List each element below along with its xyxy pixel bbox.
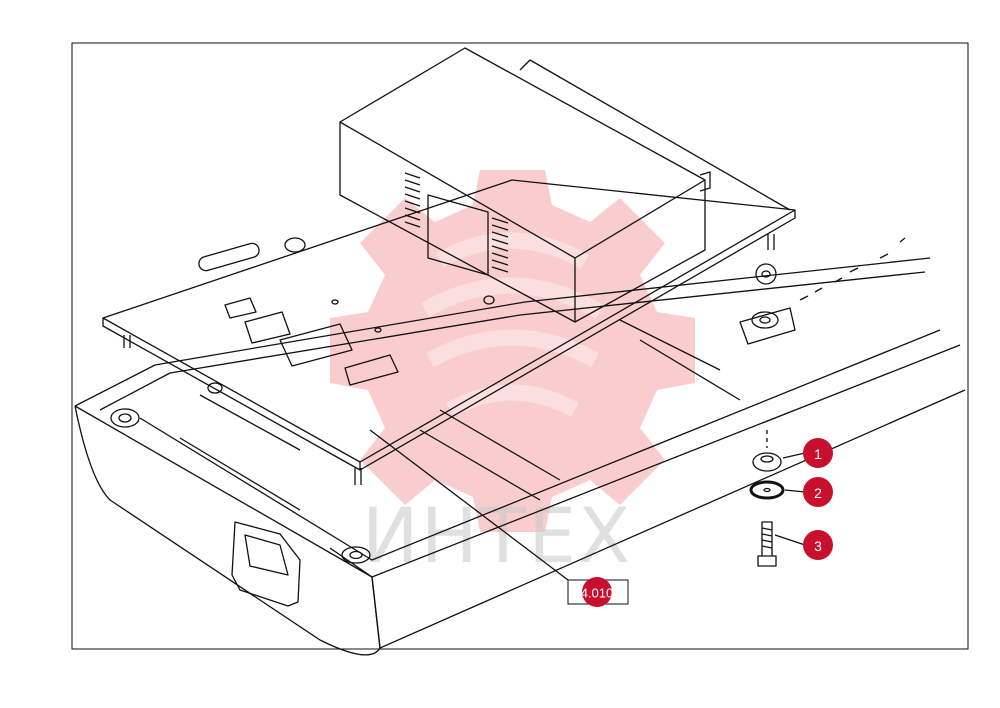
nut-part (752, 452, 782, 472)
standoff-bottom (354, 468, 362, 485)
plate-cutout-3 (279, 323, 353, 367)
callout-2[interactable]: 2 (803, 477, 833, 507)
plate-slot (198, 242, 260, 272)
box-vent-left (404, 172, 421, 228)
callout-1-marker (803, 438, 833, 468)
electronics-box (339, 47, 706, 323)
drawing-frame (71, 42, 969, 650)
watermark-text: ИНТЕХ (362, 491, 633, 580)
callout-1-leader (782, 452, 806, 459)
tray-boss-right-inner (759, 316, 771, 324)
right-mount-block (739, 307, 796, 345)
box-tab (699, 171, 711, 192)
washer-part-hole (763, 487, 771, 493)
box-vent-right (491, 217, 509, 273)
tray-boss-front (341, 546, 371, 564)
rubber-foot-right (755, 263, 777, 285)
nut-part-inner (760, 455, 774, 463)
tray-boss-left-inner (118, 413, 132, 423)
watermark-gear-icon (330, 170, 695, 532)
tray-boss-left (110, 408, 140, 428)
foot-left (207, 382, 223, 394)
mounting-plate (102, 179, 796, 471)
standoff-left (123, 335, 131, 348)
plate-hole-4 (374, 327, 382, 333)
callout-2-leader (784, 489, 806, 493)
callout-2-marker (803, 477, 833, 507)
tray-inner-rail (99, 271, 941, 561)
callout-3-label: 3 (814, 538, 822, 554)
reference-label: 4.010 (581, 586, 614, 601)
reference-tag[interactable]: 4.010 (567, 577, 629, 607)
callout-1[interactable]: 1 (803, 438, 833, 468)
washer-part (749, 480, 785, 500)
front-bracket (231, 521, 301, 607)
standoff-right (767, 234, 775, 250)
callout-3-marker (803, 530, 833, 560)
rubber-foot-right-inner (761, 270, 771, 278)
plate-cutout-4 (344, 354, 399, 386)
plate-hole-2 (483, 295, 495, 305)
plate-cutout-1 (224, 297, 257, 319)
callout-3-leader (774, 534, 806, 546)
reference-leader (369, 429, 569, 581)
plate-cutout-2 (244, 311, 291, 344)
box-front-face (427, 194, 489, 276)
reference-marker (582, 577, 612, 607)
plate-hole-3 (331, 299, 339, 305)
plate-hole-1 (284, 237, 306, 253)
tray-boss-front-inner (349, 550, 363, 560)
callout-1-label: 1 (814, 446, 822, 462)
callout-3[interactable]: 3 (803, 530, 833, 560)
rail-notches (799, 237, 906, 301)
screw-part (757, 521, 777, 567)
box-back-panel (519, 59, 791, 211)
line-art (74, 47, 966, 656)
tray-boss-right (751, 311, 779, 329)
callout-2-label: 2 (814, 485, 822, 501)
